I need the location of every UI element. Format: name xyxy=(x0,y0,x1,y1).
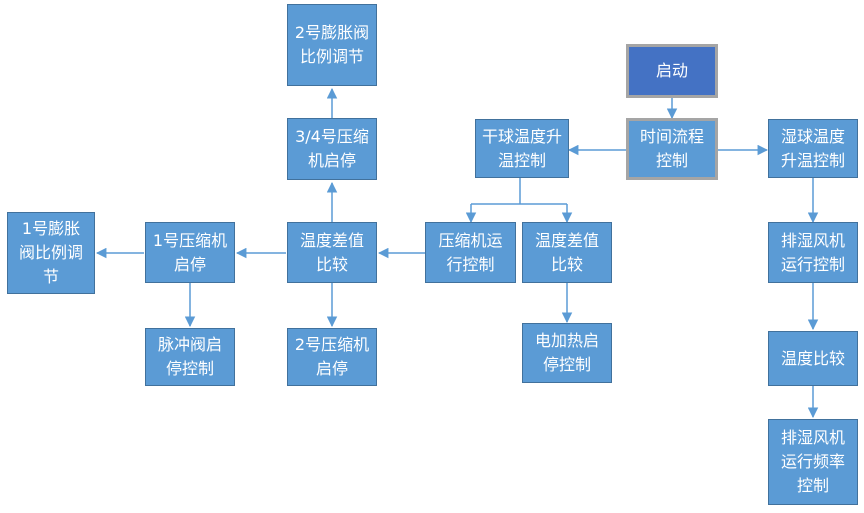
node-dehumid-fan-run-control: 排湿风机运行控制 xyxy=(768,222,858,283)
node-pulse-valve-control-label: 脉冲阀启停控制 xyxy=(157,335,222,378)
node-expansion-valve-1: 1号膨胀阀比例调节 xyxy=(7,212,95,294)
node-compressor-run-control-label: 压缩机运行控制 xyxy=(438,230,503,274)
node-time-flow-control: 时间流程控制 xyxy=(626,118,718,180)
node-compressor-1-start-stop: 1号压缩机启停 xyxy=(145,222,235,283)
node-dehumid-fan-freq-control: 排湿风机运行频率控制 xyxy=(768,419,858,505)
node-wet-bulb-heat-control: 湿球温度升温控制 xyxy=(768,119,858,178)
node-temperature-compare-label: 温度比较 xyxy=(780,348,845,368)
node-expansion-valve-1-label: 1号膨胀阀比例调节 xyxy=(18,219,83,286)
node-pulse-valve-control: 脉冲阀启停控制 xyxy=(145,328,235,386)
node-start: 启动 xyxy=(626,44,718,98)
node-time-flow-control-label: 时间流程控制 xyxy=(639,127,704,170)
node-compressor-2-start-stop: 2号压缩机启停 xyxy=(287,328,377,386)
node-compressor-34-start-stop: 3/4号压缩机启停 xyxy=(287,118,377,180)
node-temperature-compare: 温度比较 xyxy=(768,331,858,386)
node-dehumid-fan-freq-control-label: 排湿风机运行频率控制 xyxy=(780,428,845,495)
node-electric-heat-control-label: 电加热启停控制 xyxy=(534,331,599,374)
node-electric-heat-control: 电加热启停控制 xyxy=(522,323,612,383)
node-dry-bulb-heat-control-label: 干球温度升温控制 xyxy=(482,126,563,170)
node-start-label: 启动 xyxy=(655,61,688,80)
node-dry-bulb-heat-control: 干球温度升温控制 xyxy=(475,119,569,178)
node-wet-bulb-heat-control-label: 湿球温度升温控制 xyxy=(780,126,845,170)
node-compressor-34-start-stop-label: 3/4号压缩机启停 xyxy=(295,127,369,170)
node-expansion-valve-2: 2号膨胀阀比例调节 xyxy=(287,4,377,86)
node-compressor-2-start-stop-label: 2号压缩机启停 xyxy=(294,335,370,378)
node-compressor-run-control: 压缩机运行控制 xyxy=(425,222,516,283)
node-temp-diff-compare-center: 温度差值比较 xyxy=(287,222,377,283)
node-compressor-1-start-stop-label: 1号压缩机启停 xyxy=(152,230,228,274)
node-temp-diff-compare-right: 温度差值比较 xyxy=(522,222,612,283)
node-dehumid-fan-run-control-label: 排湿风机运行控制 xyxy=(780,230,845,274)
node-expansion-valve-2-label: 2号膨胀阀比例调节 xyxy=(294,23,370,66)
node-temp-diff-compare-right-label: 温度差值比较 xyxy=(534,230,599,274)
node-temp-diff-compare-center-label: 温度差值比较 xyxy=(299,230,364,274)
